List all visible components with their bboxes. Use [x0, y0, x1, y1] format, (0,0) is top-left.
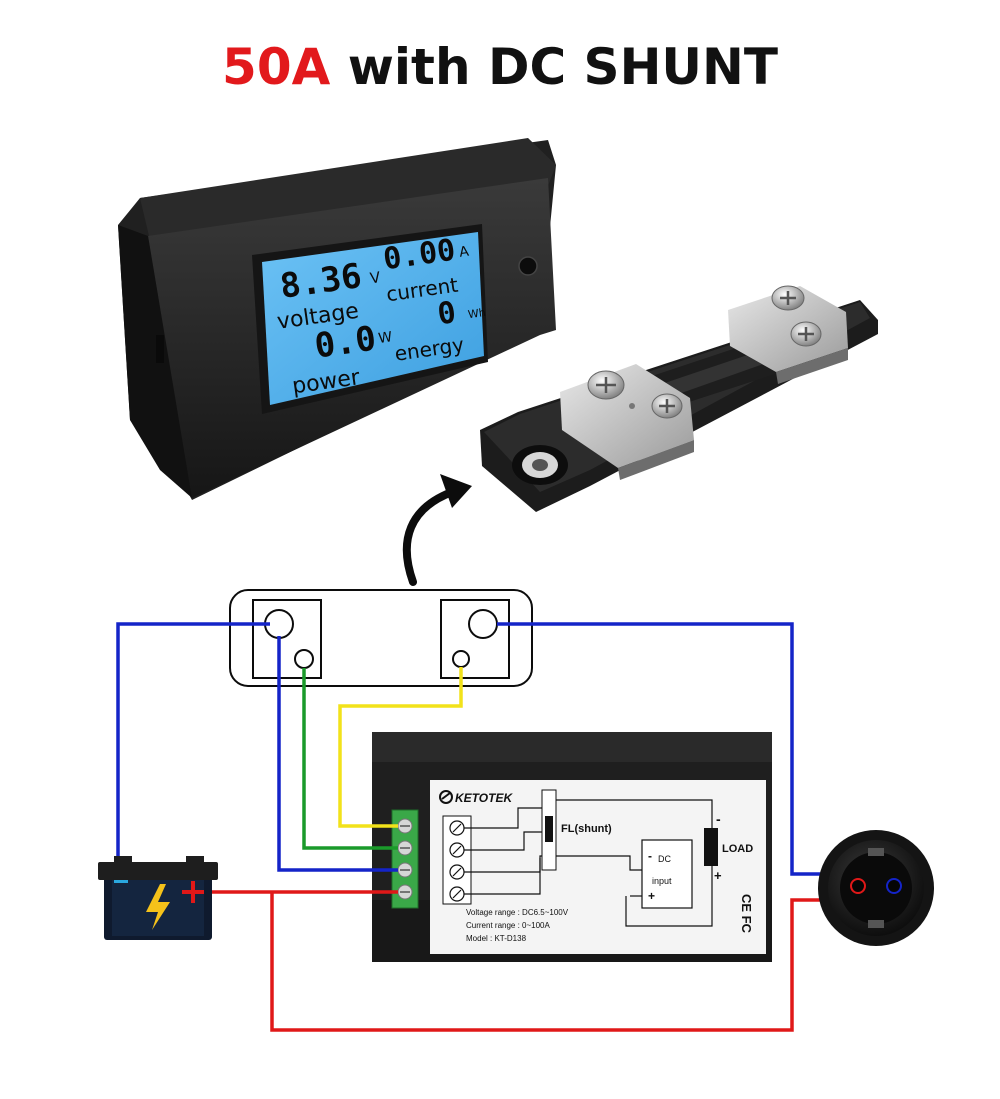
model-label: Model : KT-D138 [466, 934, 527, 943]
dc-plus: + [648, 889, 655, 903]
ketotek-logo-icon [439, 790, 453, 804]
power-unit: W [377, 329, 393, 347]
energy-unit: Wh [467, 306, 487, 321]
load-plus: + [714, 868, 722, 883]
load-label: LOAD [722, 843, 753, 855]
voltage-range: Voltage range : DC6.5~100V [466, 908, 569, 917]
lcd-screen [262, 232, 484, 405]
energy-value: 0 [435, 295, 458, 332]
panel-meter: 8.36 V 0.00 A voltage current 0.0 W 0 Wh… [118, 138, 556, 500]
shunt-resistor [480, 285, 878, 512]
power-value: 0.0 [312, 319, 378, 367]
voltage-unit: V [369, 268, 382, 287]
current-unit: A [458, 244, 470, 261]
wire-yellow [338, 667, 463, 828]
lightning-icon [146, 884, 170, 930]
brand-label: KETOTEK [455, 791, 513, 805]
module-label [430, 780, 766, 954]
title-accent: 50A [222, 38, 331, 96]
current-range: Current range : 0~100A [466, 921, 550, 930]
arrow-icon [402, 474, 472, 586]
battery-icon [98, 856, 218, 940]
wire-blue-terminal [277, 636, 398, 872]
load-minus: - [716, 811, 721, 827]
wire-blue-battery [116, 622, 270, 870]
wire-green [302, 668, 398, 850]
input-label: input [652, 876, 672, 886]
dc-label: DC [658, 854, 671, 864]
title-rest: with DC SHUNT [330, 38, 778, 96]
power-socket-icon [818, 830, 934, 946]
meter-button[interactable] [518, 256, 538, 276]
wire-red-loop [270, 892, 858, 1032]
shunt-label: FL(shunt) [561, 823, 612, 835]
cert-marks: CE FC [739, 894, 754, 934]
dc-minus: - [648, 849, 652, 863]
meter-module: KETOTEK FL(shunt) - LOAD + - DC input [372, 732, 772, 962]
page-title: 50A with DC SHUNT [0, 38, 1000, 96]
shunt-schematic [229, 589, 533, 687]
